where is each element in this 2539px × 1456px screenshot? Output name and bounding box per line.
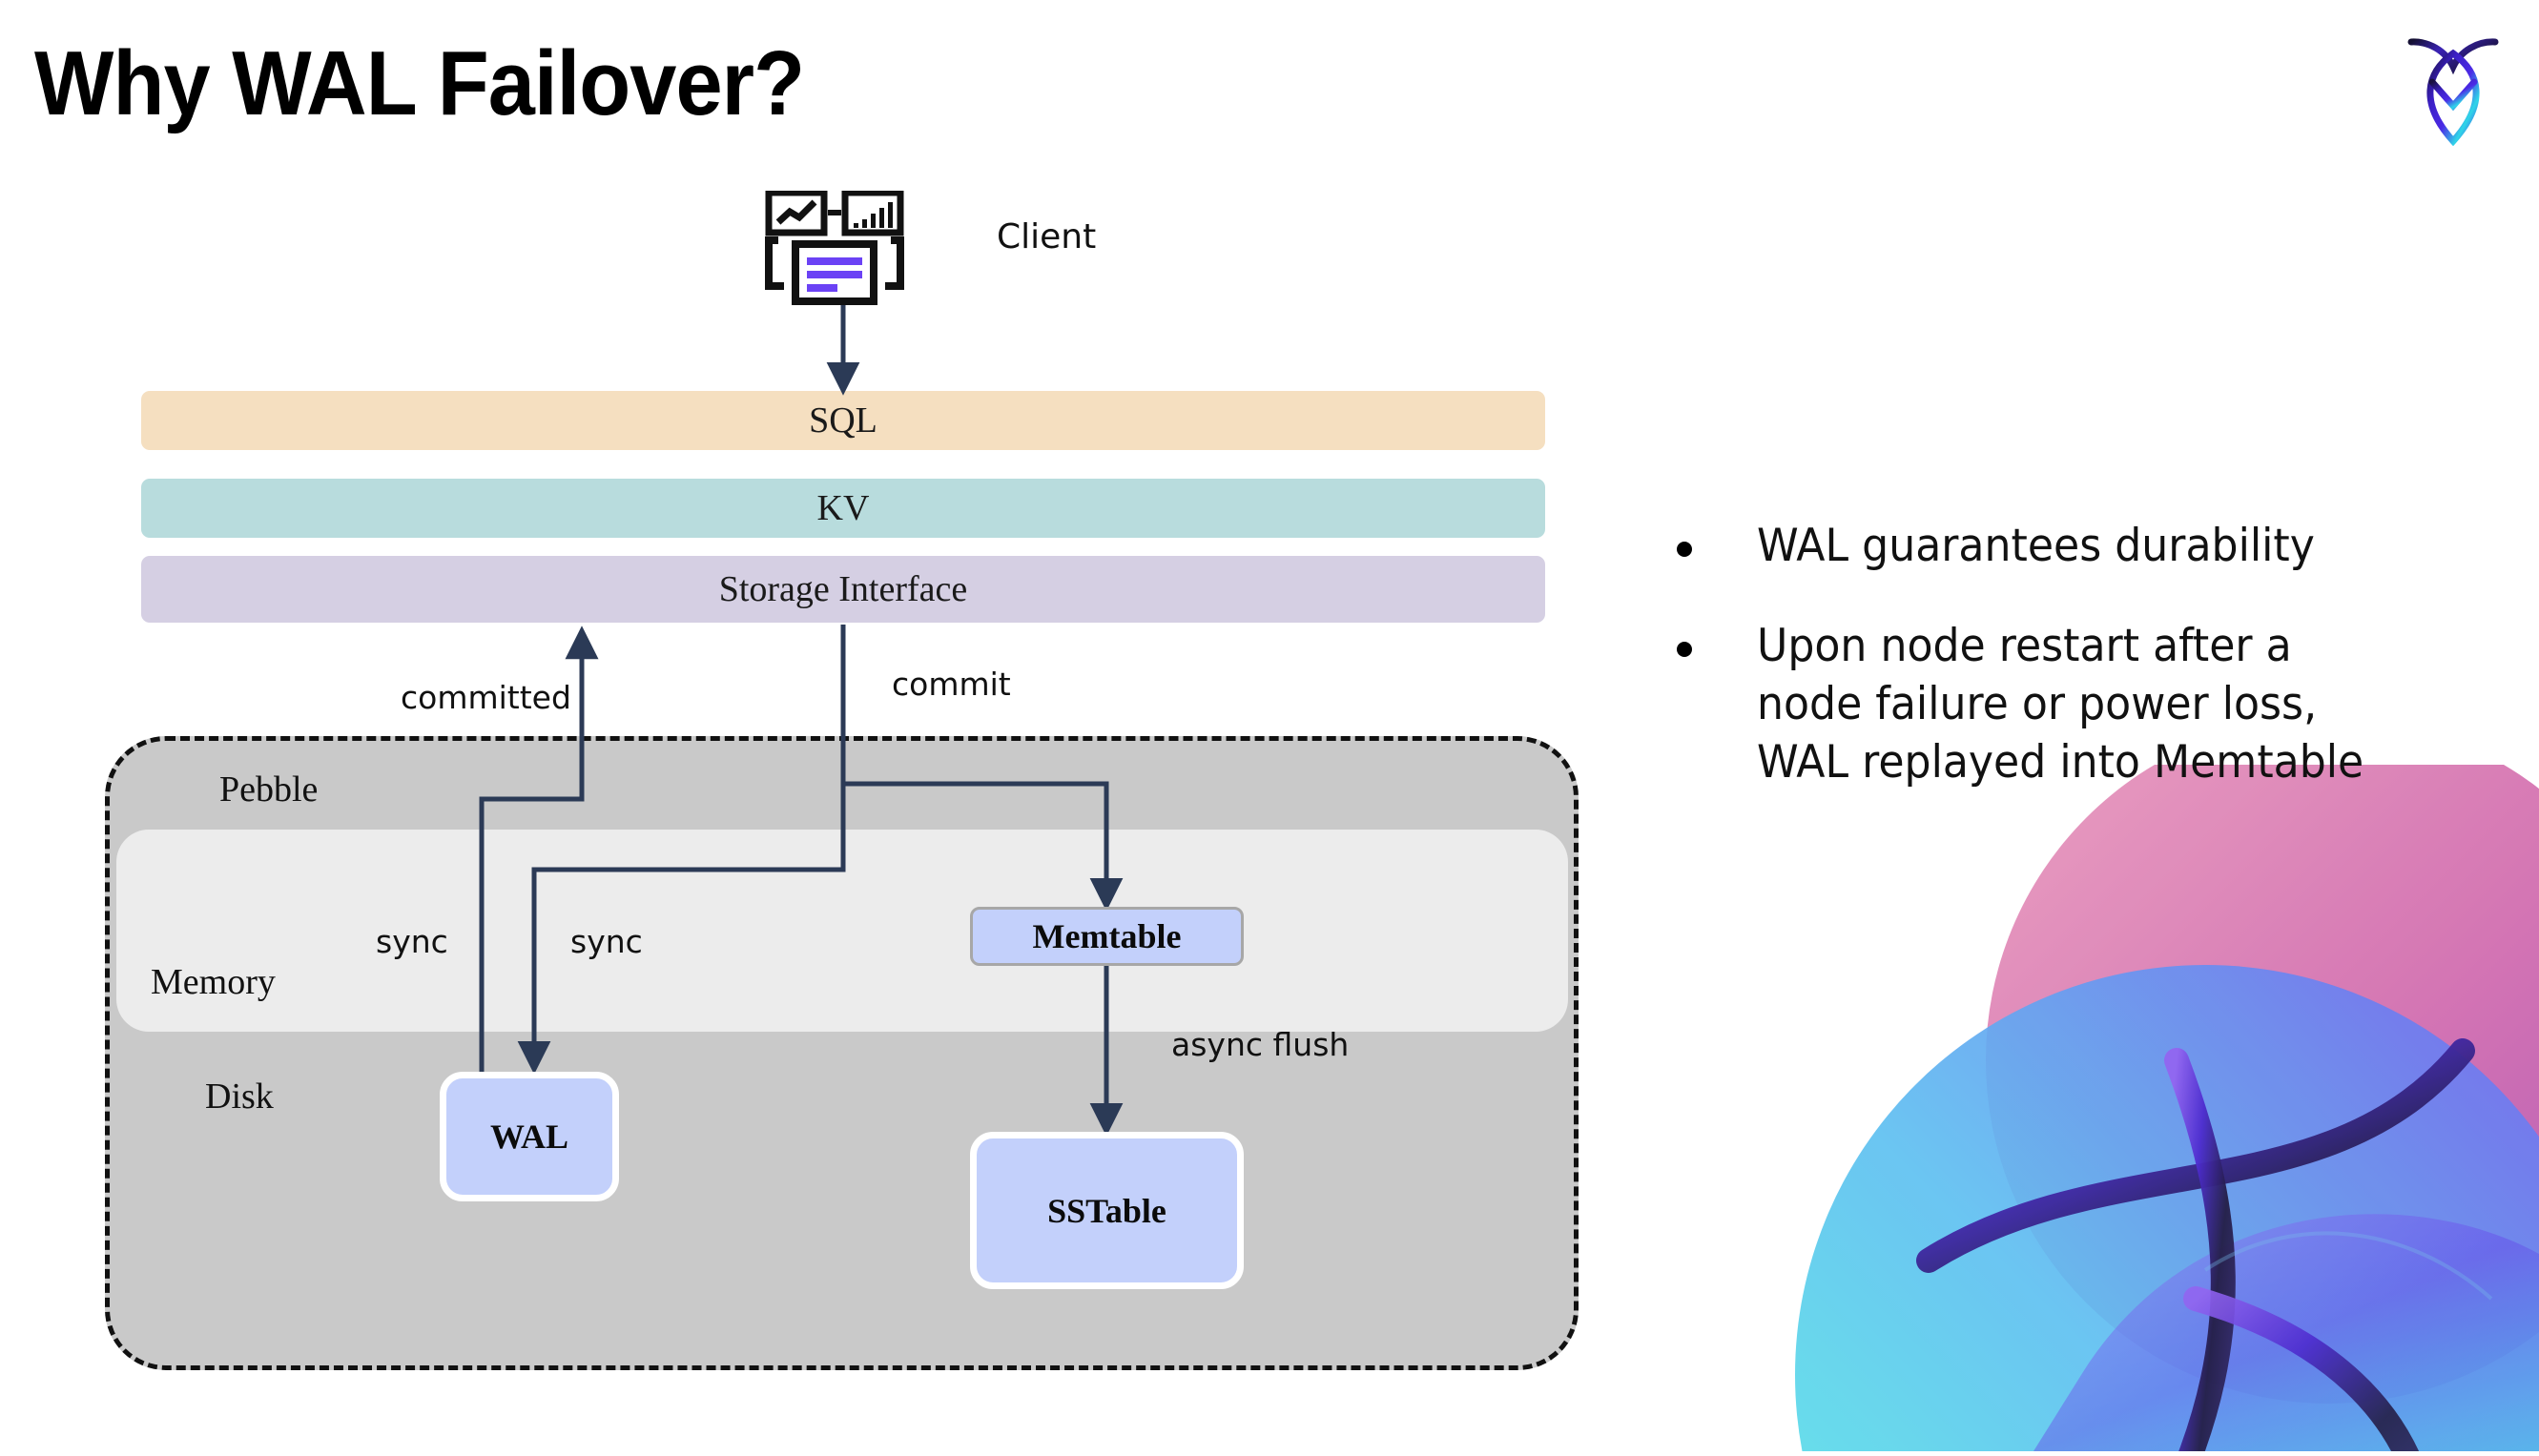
cockroachdb-logo (2396, 25, 2510, 149)
bullet-list: WAL guarantees durability Upon node rest… (1677, 517, 2468, 833)
client-label: Client (997, 217, 1097, 256)
bullet-text: Upon node restart after a node failure o… (1757, 620, 2364, 790)
client-dashboard-icon (763, 189, 916, 305)
node-label-memtable: Memtable (1032, 917, 1182, 955)
layer-bar-sql: SQL (141, 391, 1545, 450)
bullet-dot-icon (1677, 542, 1692, 557)
layer-label-storage-interface: Storage Interface (718, 569, 968, 609)
layer-label-sql: SQL (809, 400, 877, 441)
bullet-text: WAL guarantees durability (1757, 520, 2315, 572)
pebble-label: Pebble (219, 769, 319, 810)
disk-label: Disk (205, 1077, 274, 1117)
node-label-wal: WAL (489, 1118, 569, 1156)
bullet-dot-icon (1677, 642, 1692, 658)
edge-label-async-flush: async flush (1171, 1026, 1350, 1063)
node-memtable: Memtable (970, 907, 1244, 966)
node-sstable: SSTable (970, 1132, 1244, 1289)
list-item: Upon node restart after a node failure o… (1677, 617, 2468, 791)
memory-label: Memory (151, 962, 276, 1002)
node-wal: WAL (440, 1072, 619, 1201)
decorative-brand-graphic (1795, 765, 2539, 1451)
memory-region (116, 830, 1568, 1032)
layer-bar-kv: KV (141, 479, 1545, 538)
list-item: WAL guarantees durability (1677, 517, 2468, 575)
edge-label-committed: committed (401, 679, 571, 716)
page-title: Why WAL Failover? (34, 32, 805, 134)
edge-label-sync-left: sync (376, 923, 448, 960)
layer-bar-storage-interface: Storage Interface (141, 556, 1545, 623)
edge-label-sync-right: sync (570, 923, 643, 960)
edge-label-commit: commit (892, 666, 1011, 703)
node-label-sstable: SSTable (1047, 1191, 1166, 1230)
layer-label-kv: KV (816, 488, 870, 528)
